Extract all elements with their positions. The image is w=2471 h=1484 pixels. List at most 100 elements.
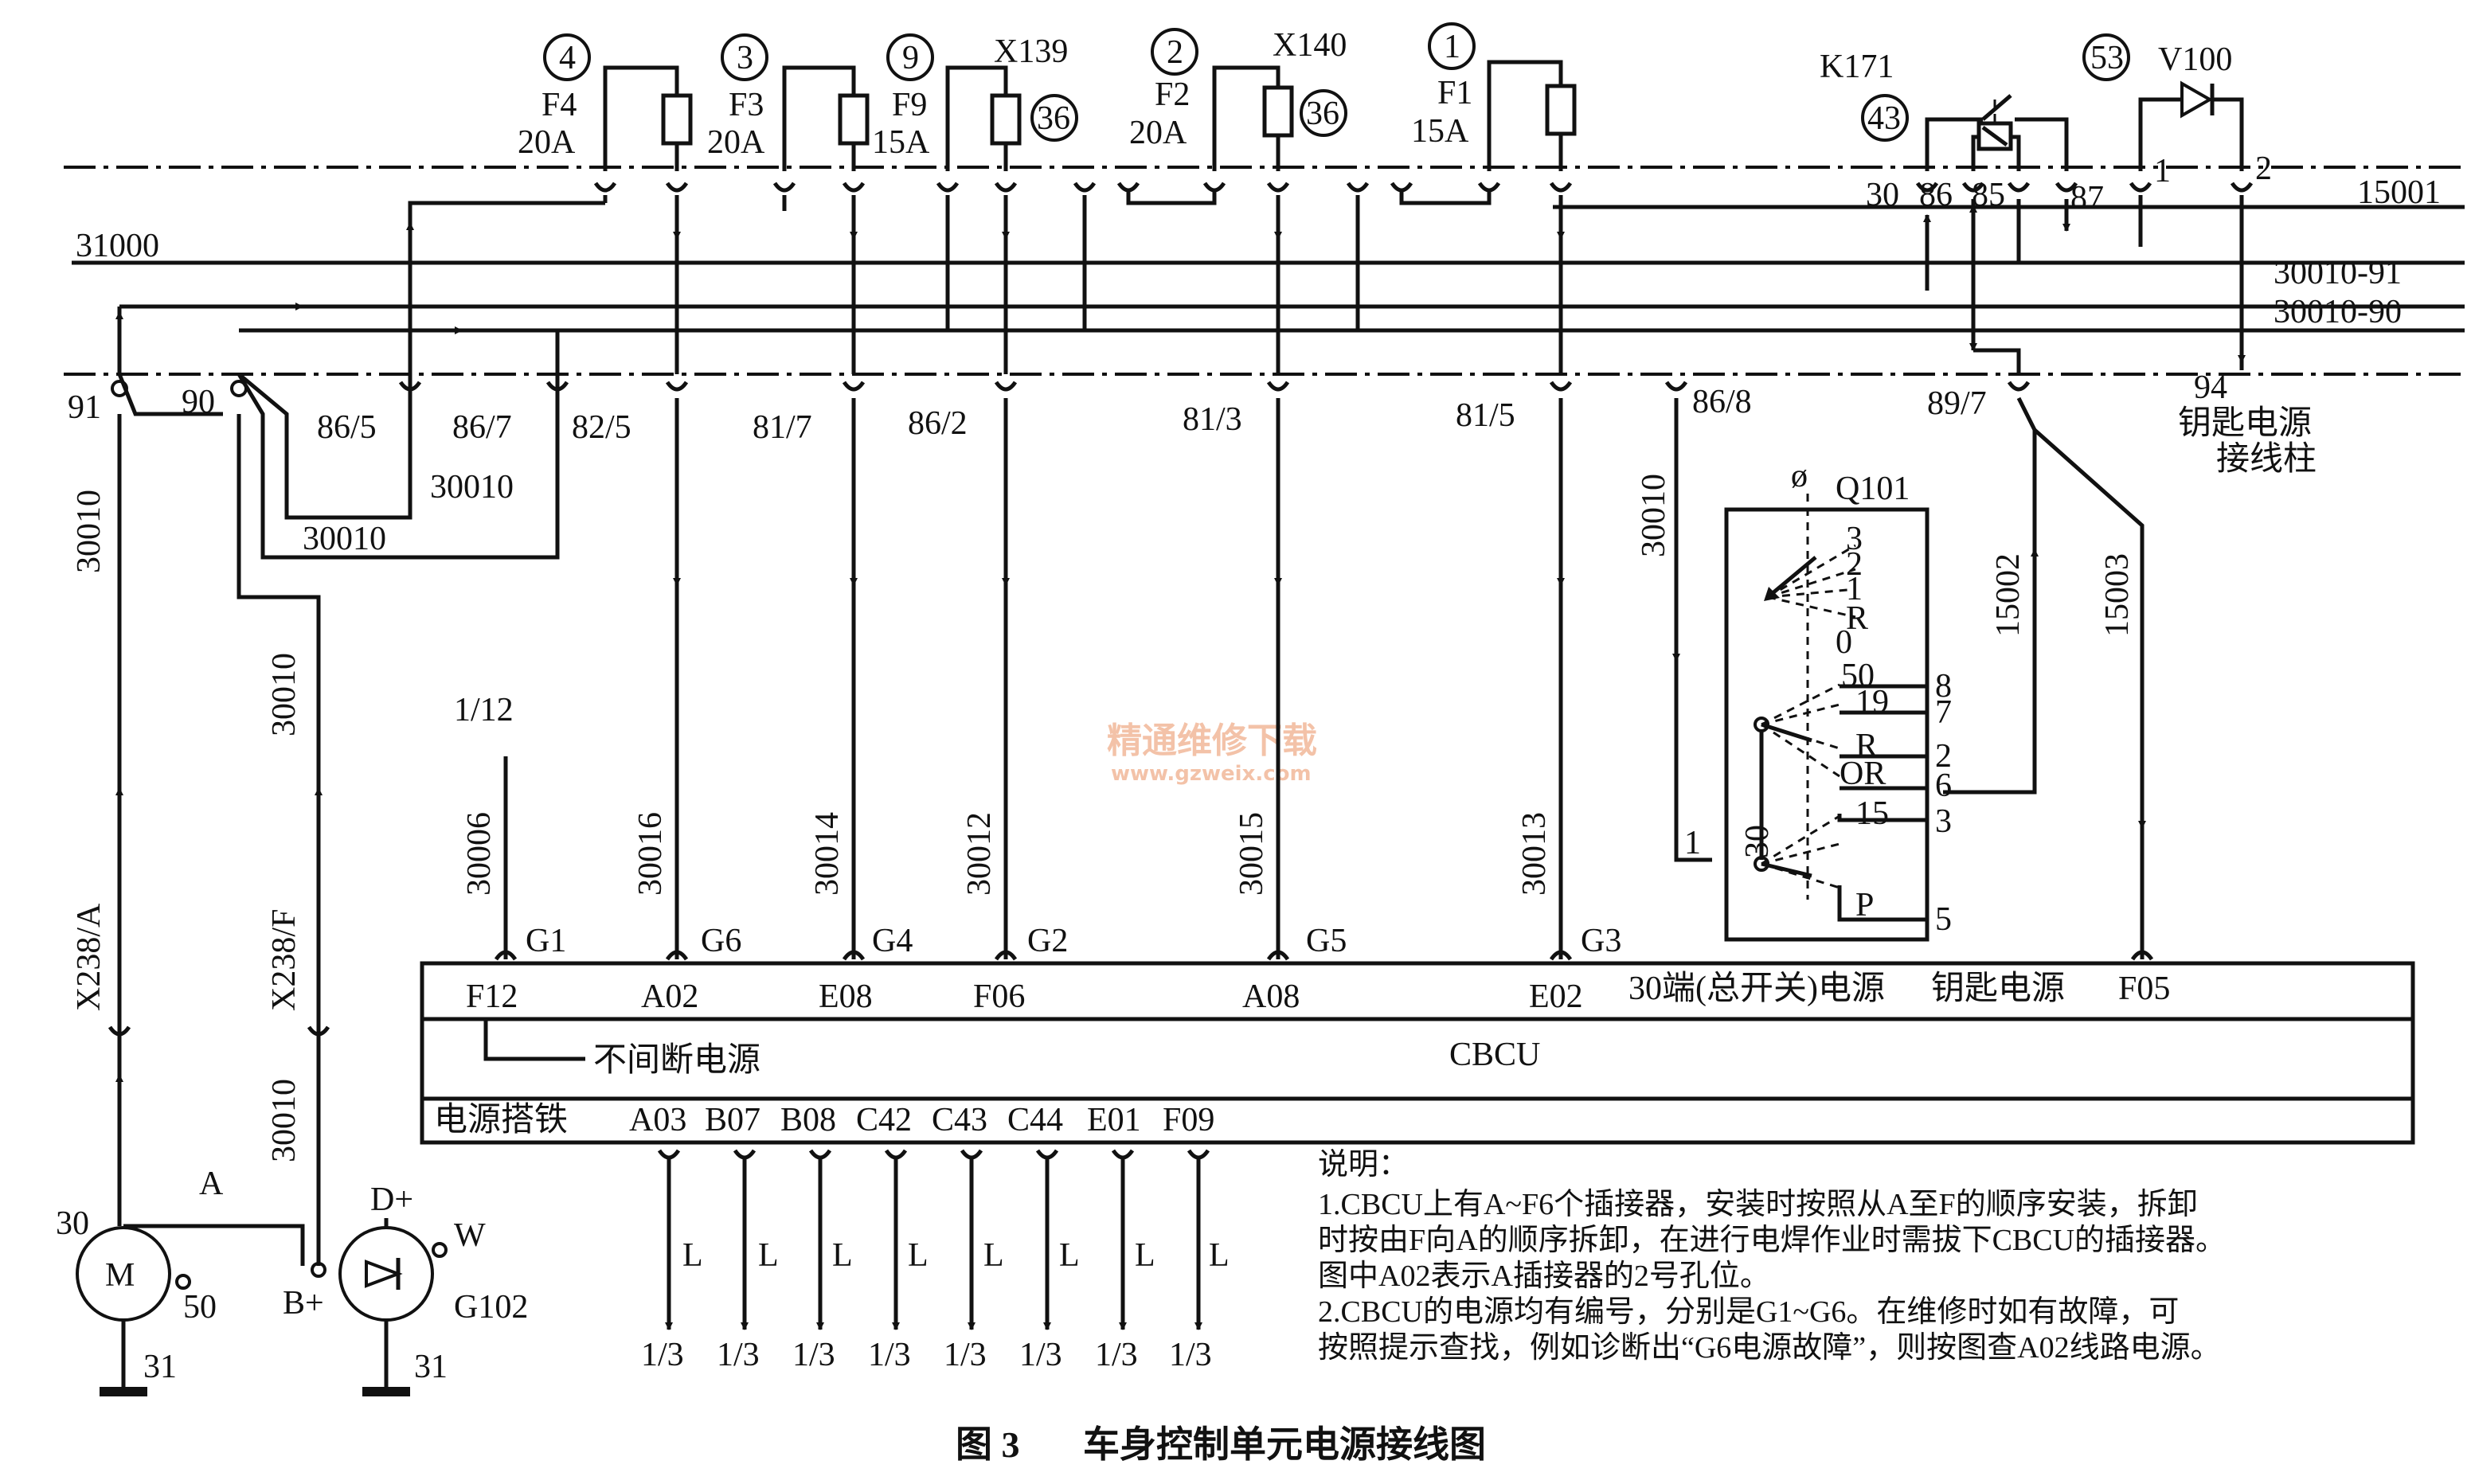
switch-out-8: 8 [1935,668,1952,705]
svg-text:A02: A02 [641,978,698,1015]
svg-text:19: 19 [1855,684,1889,721]
wire-30014: 30014 [809,812,846,896]
svg-text:图中A02表示A插接器的2号孔位。: 图中A02表示A插接器的2号孔位。 [1318,1259,1770,1293]
g2-label: G2 [1027,923,1068,959]
connector-36-a: 36 [1037,100,1070,137]
svg-text:B08: B08 [780,1102,836,1138]
svg-text:C43: C43 [932,1102,987,1138]
pin-81-3: 81/3 [1183,401,1242,438]
svg-text:F06: F06 [973,978,1025,1015]
fuse-pin [1390,182,1413,193]
svg-text:钥匙电源: 钥匙电源 [1931,970,2065,1007]
svg-text:C44: C44 [1007,1102,1063,1138]
starter-motor: M 30 50 31 A [56,1166,305,1396]
wire-30010-left: 30010 [71,490,108,573]
svg-text:F2: F2 [1155,76,1190,113]
wire-30016: 30016 [632,812,669,896]
svg-text:L: L [983,1237,1004,1274]
svg-text:L: L [1209,1237,1230,1274]
svg-text:1/3: 1/3 [868,1337,911,1373]
svg-text:B07: B07 [705,1102,760,1138]
wire-15003: 15003 [2099,553,2136,637]
bus-label-30010-90: 30010-90 [2274,294,2402,330]
jumper [1399,191,1492,205]
switch-out-3: 3 [1935,803,1952,840]
wire-30006: 30006 [461,812,498,896]
pin-82-5: 82/5 [572,409,631,446]
svg-text:K171: K171 [1820,49,1894,85]
svg-text:1/3: 1/3 [944,1337,987,1373]
svg-text:A: A [199,1166,224,1202]
svg-text:1.CBCU上有A~F6个插接器，安装时按照从A至F的顺序安: 1.CBCU上有A~F6个插接器，安装时按照从A至F的顺序安装，拆卸 [1318,1188,2198,1221]
svg-text:C42: C42 [856,1102,912,1138]
wire-30010-sw: 30010 [1636,474,1672,557]
wire-x238-a: X238/A [71,903,108,1011]
svg-text:Q101: Q101 [1836,471,1910,507]
svg-text:1/3: 1/3 [717,1337,760,1373]
fuse-pin [1549,182,1573,193]
wire-30013: 30013 [1516,812,1553,896]
bus-label-30010-91: 30010-91 [2274,255,2402,291]
svg-text:15A: 15A [1411,113,1469,150]
pin-86-8: 86/8 [1692,384,1752,420]
svg-text:2.CBCU的电源均有编号，分别是G1~G6。在维修时如有故: 2.CBCU的电源均有编号，分别是G1~G6。在维修时如有故障，可 [1318,1295,2179,1329]
svg-text:15: 15 [1855,795,1889,832]
svg-text:ᴓ: ᴓ [1784,470,1820,488]
wire-30010-mid: 30010 [430,469,514,506]
svg-text:30端(总开关)电源: 30端(总开关)电源 [1628,970,1885,1007]
ground-wires: L L L L L L L L 1/3 1/3 1/3 1/3 1/3 1/3 … [641,1149,1230,1373]
fuse-pin [994,182,1018,193]
svg-text:L: L [832,1237,853,1274]
cbcu-module: CBCU F12 A02 E08 F06 A08 E02 30端(总开关)电源 … [420,961,2415,1145]
svg-text:1/3: 1/3 [1095,1337,1138,1373]
pin-91: 91 [68,389,101,426]
svg-text:2: 2 [1846,546,1863,583]
svg-text:R: R [1846,600,1868,637]
bus-label-15001: 15001 [2357,174,2441,211]
svg-text:G102: G102 [454,1289,528,1326]
svg-text:2: 2 [1167,34,1183,71]
switch-out-7: 7 [1935,694,1952,731]
switch-out-6: 6 [1935,767,1952,804]
svg-text:OR: OR [1840,756,1886,792]
svg-text:F3: F3 [729,87,764,123]
svg-text:A08: A08 [1242,978,1300,1015]
svg-text:31: 31 [414,1349,448,1385]
wire-x238-f: X238/F [266,909,303,1011]
pin-81-5: 81/5 [1456,397,1515,434]
svg-text:F09: F09 [1163,1102,1214,1138]
svg-text:53: 53 [2090,40,2124,76]
svg-text:B+: B+ [283,1285,324,1322]
svg-text:3: 3 [1846,521,1863,557]
generator-g102: B+ D+ W G102 31 [283,1181,528,1396]
svg-text:E08: E08 [819,978,873,1015]
svg-text:1/3: 1/3 [1169,1337,1212,1373]
svg-text:30: 30 [1866,177,1899,213]
svg-text:不间断电源: 不间断电源 [593,1042,760,1079]
svg-text:15A: 15A [872,124,930,161]
svg-text:F05: F05 [2118,970,2170,1007]
fuse-pin [1477,182,1501,193]
fuse-pin [1073,182,1097,193]
svg-text:V100: V100 [2158,41,2232,78]
pin-86-2: 86/2 [908,405,968,442]
fuse-pin [1202,182,1226,193]
svg-text:86: 86 [1919,177,1953,213]
g1-label: G1 [526,923,566,959]
svg-text:4: 4 [559,40,576,76]
ignition-switch-q101: Q101 ᴓ 3 2 1 R 0 50 19 R OR [1684,470,1929,942]
svg-text:F9: F9 [892,87,927,123]
svg-text:F12: F12 [466,978,518,1015]
svg-text:P: P [1855,887,1874,924]
g4-label: G4 [872,923,913,959]
fuse-pin [1116,182,1140,193]
svg-text:M: M [105,1257,135,1294]
relay-k171: K171 43 30 86 85 87 [1820,49,2104,217]
svg-text:时按由F向A的顺序拆卸，在进行电焊作业时需拔下CBCU的插接: 时按由F向A的顺序拆卸，在进行电焊作业时需拔下CBCU的插接器。 [1318,1224,2226,1257]
svg-text:L: L [1059,1237,1080,1274]
fuse-f3: 3 F3 20A [707,33,870,171]
wire-30010-gen: 30010 [266,653,303,736]
svg-text:1: 1 [1684,825,1701,861]
svg-text:3: 3 [737,40,753,76]
